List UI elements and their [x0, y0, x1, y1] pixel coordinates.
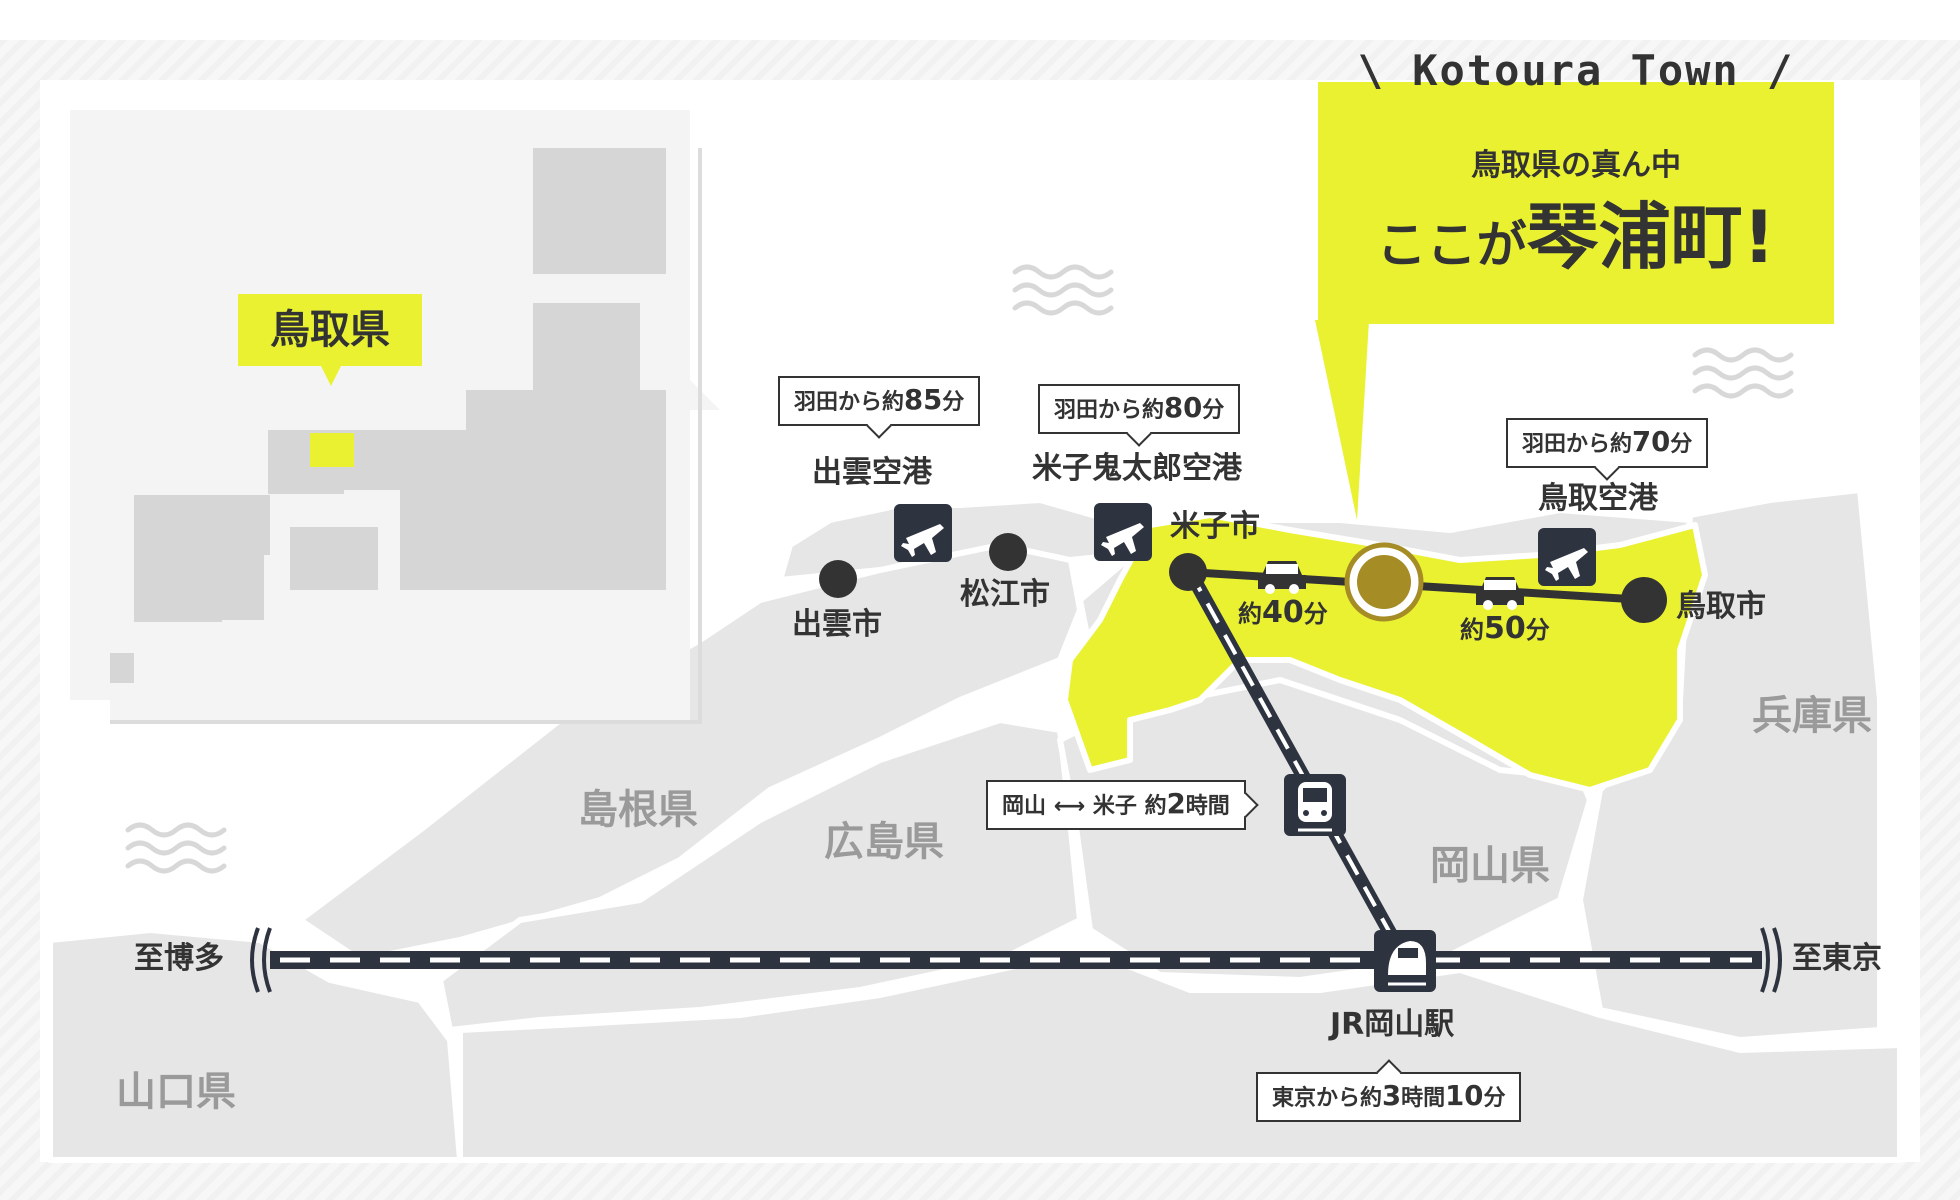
line-break-marks — [250, 927, 1782, 993]
car-icon — [1258, 561, 1306, 594]
yonago-city-dot — [1169, 553, 1207, 591]
rail-time-tokyo: 東京から約3時間10分 — [1256, 1072, 1522, 1122]
airport-name-yonago: 米子鬼太郎空港 — [1032, 451, 1242, 486]
drive-prefix: 約 — [1460, 616, 1484, 644]
tokyo-minutes-unit: 分 — [1483, 1086, 1506, 1111]
airport-time-tottori: 羽田から約70分 — [1506, 418, 1709, 468]
matsue-city-dot — [989, 533, 1027, 571]
rail-time-okayama-yonago: 岡山 ⟷ 米子 約2時間 — [986, 780, 1246, 830]
drive-prefix: 約 — [1238, 600, 1262, 628]
time-unit: 分 — [942, 390, 965, 415]
airport-time-izumo: 羽田から約85分 — [778, 376, 981, 426]
time-value: 85 — [904, 384, 943, 416]
rail-unit: 時間 — [1185, 794, 1230, 819]
rail-from: 岡山 — [1002, 794, 1047, 819]
city-label-yonago: 米子市 — [1170, 509, 1260, 544]
inset-tottori-label: 鳥取県 — [238, 294, 422, 366]
rail-value: 2 — [1166, 788, 1186, 820]
rail-to: 米子 — [1092, 794, 1137, 819]
car-icon — [1476, 577, 1524, 610]
drive-unit: 分 — [1525, 616, 1550, 644]
drive-time-west: 約40分 — [1238, 598, 1328, 628]
city-label-izumo: 出雲市 — [792, 607, 882, 642]
callout-main: ここが琴浦町! — [1318, 195, 1834, 279]
sea-waves — [125, 264, 1794, 874]
line-end-east: 至東京 — [1792, 941, 1882, 976]
pref-label-okayama: 岡山県 — [1430, 843, 1550, 889]
kotoura-callout-box — [1318, 82, 1834, 324]
region-south-coast — [457, 952, 1903, 1163]
airport-name-izumo: 出雲空港 — [812, 455, 932, 490]
time-value: 70 — [1632, 426, 1671, 458]
pref-label-shimane: 島根県 — [578, 787, 698, 833]
time-value: 80 — [1164, 392, 1203, 424]
tokyo-hours: 3 — [1382, 1080, 1402, 1112]
pref-label-yamaguchi: 山口県 — [116, 1069, 236, 1115]
drive-value: 50 — [1484, 611, 1526, 646]
tokyo-prefix: 東京から約 — [1272, 1086, 1383, 1111]
time-prefix: 羽田から約 — [1522, 432, 1633, 457]
tottori-city-dot — [1621, 577, 1667, 623]
time-unit: 分 — [1202, 398, 1225, 423]
drive-value: 40 — [1262, 595, 1304, 630]
airport-icon — [1538, 528, 1596, 586]
line-end-west: 至博多 — [134, 941, 224, 976]
city-label-tottori: 鳥取市 — [1676, 589, 1766, 624]
tokyo-minutes: 10 — [1445, 1080, 1484, 1112]
callout-prefix: ここが — [1376, 216, 1527, 274]
time-prefix: 羽田から約 — [1054, 398, 1165, 423]
izumo-city-dot — [819, 560, 857, 598]
callout-town-name: 琴浦町! — [1526, 195, 1776, 279]
station-label-okayama: JR岡山駅 — [1330, 1007, 1455, 1042]
callout-subtitle: 鳥取県の真ん中 — [1471, 148, 1681, 183]
airport-time-yonago: 羽田から約80分 — [1038, 384, 1241, 434]
kotoura-town-marker — [1344, 542, 1424, 622]
inset-tottori-marker — [310, 433, 354, 467]
region-yamaguchi — [47, 927, 463, 1163]
rail-prefix: 約 — [1144, 794, 1167, 819]
time-prefix: 羽田から約 — [794, 390, 905, 415]
pref-label-hiroshima: 広島県 — [824, 819, 944, 865]
rail-lines — [270, 568, 1762, 969]
time-unit: 分 — [1670, 432, 1693, 457]
train-icon — [1284, 774, 1346, 836]
airport-name-tottori: 鳥取空港 — [1538, 481, 1658, 516]
drive-time-east: 約50分 — [1460, 614, 1550, 644]
callout-english-title: \ Kotoura Town / — [1357, 46, 1795, 95]
airport-icon — [894, 504, 952, 562]
drive-unit: 分 — [1303, 600, 1328, 628]
inset-map — [70, 110, 720, 724]
tokyo-hours-unit: 時間 — [1401, 1086, 1446, 1111]
inset-label-pointer — [320, 364, 342, 386]
city-label-matsue: 松江市 — [960, 577, 1050, 612]
pref-label-hyogo: 兵庫県 — [1752, 693, 1872, 739]
airport-icon — [1094, 503, 1152, 561]
region-shimane — [297, 537, 1083, 963]
double-arrow-icon: ⟷ — [1053, 794, 1086, 819]
shinkansen-icon — [1374, 930, 1436, 992]
